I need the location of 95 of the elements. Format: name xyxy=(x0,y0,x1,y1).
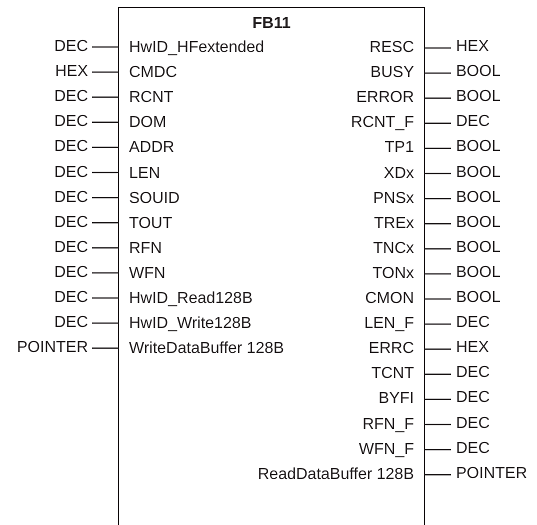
pin-name: TNCx xyxy=(373,238,424,259)
data-type-label: BOOL xyxy=(451,262,500,283)
data-type-label: BOOL xyxy=(451,212,500,233)
connector-line xyxy=(424,323,451,325)
data-type-label: DEC xyxy=(451,112,490,132)
pin-name: BUSY xyxy=(370,63,424,84)
pin-name: HwID_Read128B xyxy=(119,289,253,309)
connector-line xyxy=(424,172,451,174)
data-type-label: DEC xyxy=(54,262,92,283)
data-type-label: DEC xyxy=(54,162,92,182)
pin-name: TCNT xyxy=(371,364,424,384)
data-type-label: DEC xyxy=(54,238,92,258)
pin-name: CMON xyxy=(365,289,424,309)
data-type-label: DEC xyxy=(54,212,92,233)
connector-line xyxy=(92,146,119,148)
data-type-label: HEX xyxy=(451,338,489,358)
data-type-label: DEC xyxy=(451,438,490,459)
data-type-label: DEC xyxy=(54,87,92,108)
connector-line xyxy=(92,297,119,299)
connector-line xyxy=(424,198,451,200)
connector-line xyxy=(424,273,451,275)
pin-name: WriteDataBuffer 128B xyxy=(119,339,284,360)
connector-line xyxy=(424,348,451,350)
data-type-label: DEC xyxy=(451,363,490,384)
pin-name: LEN xyxy=(119,164,160,184)
pin-name: SOUID xyxy=(119,188,180,209)
connector-line xyxy=(424,248,451,250)
pin-name: BYFI xyxy=(378,389,424,410)
data-type-label: HEX xyxy=(451,37,489,57)
data-type-label: BOOL xyxy=(451,162,500,182)
pin-name: RFN xyxy=(119,238,162,259)
connector-line xyxy=(424,122,451,124)
function-block xyxy=(118,7,425,525)
pin-name: RCNT xyxy=(119,88,174,108)
pin-name: ERRC xyxy=(368,339,424,360)
data-type-label: BOOL xyxy=(451,238,500,258)
data-type-label: DEC xyxy=(54,288,92,308)
data-type-label: BOOL xyxy=(451,288,500,308)
data-type-label: POINTER xyxy=(16,338,92,358)
pin-name: HwID_Write128B xyxy=(119,314,252,334)
data-type-label: DEC xyxy=(451,313,490,334)
pin-name: WFN xyxy=(119,264,166,284)
data-type-label: POINTER xyxy=(451,464,528,484)
data-type-label: BOOL xyxy=(451,188,500,208)
data-type-label: BOOL xyxy=(451,62,500,82)
connector-line xyxy=(424,424,451,426)
pin-name: TONx xyxy=(372,264,424,284)
pin-name: TREx xyxy=(374,214,424,234)
connector-line xyxy=(424,374,451,375)
pin-name: DOM xyxy=(119,113,166,134)
connector-line xyxy=(92,247,119,248)
connector-line xyxy=(92,96,119,98)
pin-name: RCNT_F xyxy=(350,113,424,134)
connector-line xyxy=(424,223,451,224)
connector-line xyxy=(92,196,119,198)
connector-line xyxy=(424,148,451,150)
data-type-label: DEC xyxy=(451,414,490,434)
pin-name: ERROR xyxy=(356,88,424,108)
data-type-label: DEC xyxy=(54,37,92,57)
pin-name: CMDC xyxy=(119,63,177,84)
connector-line xyxy=(92,71,119,73)
pin-name: RESC xyxy=(370,38,424,58)
pin-name: HwID_HFextended xyxy=(119,38,264,58)
pin-name: XDx xyxy=(384,164,424,184)
connector-line xyxy=(424,98,451,99)
pin-name: RFN_F xyxy=(362,414,424,434)
connector-line xyxy=(92,46,119,48)
data-type-label: DEC xyxy=(451,388,490,408)
data-type-label: BOOL xyxy=(451,87,500,108)
connector-line xyxy=(424,47,451,49)
data-type-label: DEC xyxy=(54,112,92,132)
data-type-label: HEX xyxy=(55,62,92,82)
data-type-label: BOOL xyxy=(451,137,500,158)
data-type-label: DEC xyxy=(54,313,92,334)
pin-name: PNSx xyxy=(373,188,424,209)
connector-line xyxy=(92,122,119,123)
pin-name: ReadDataBuffer 128B xyxy=(258,464,424,485)
connector-line xyxy=(424,448,451,450)
pin-name: TOUT xyxy=(119,214,172,234)
data-type-label: DEC xyxy=(54,188,92,208)
pin-name: ADDR xyxy=(119,138,174,158)
connector-line xyxy=(92,322,119,324)
connector-line xyxy=(424,72,451,74)
connector-line xyxy=(424,398,451,400)
connector-line xyxy=(424,474,451,476)
block-title: FB11 xyxy=(251,14,292,34)
data-type-label: DEC xyxy=(54,137,92,158)
pin-name: WFN_F xyxy=(358,440,424,460)
pin-name: LEN_F xyxy=(364,314,424,334)
pin-name: TP1 xyxy=(384,138,424,158)
connector-line xyxy=(92,348,119,349)
connector-line xyxy=(92,172,119,174)
connector-line xyxy=(92,272,119,274)
connector-line xyxy=(92,222,119,224)
connector-line xyxy=(424,298,451,300)
